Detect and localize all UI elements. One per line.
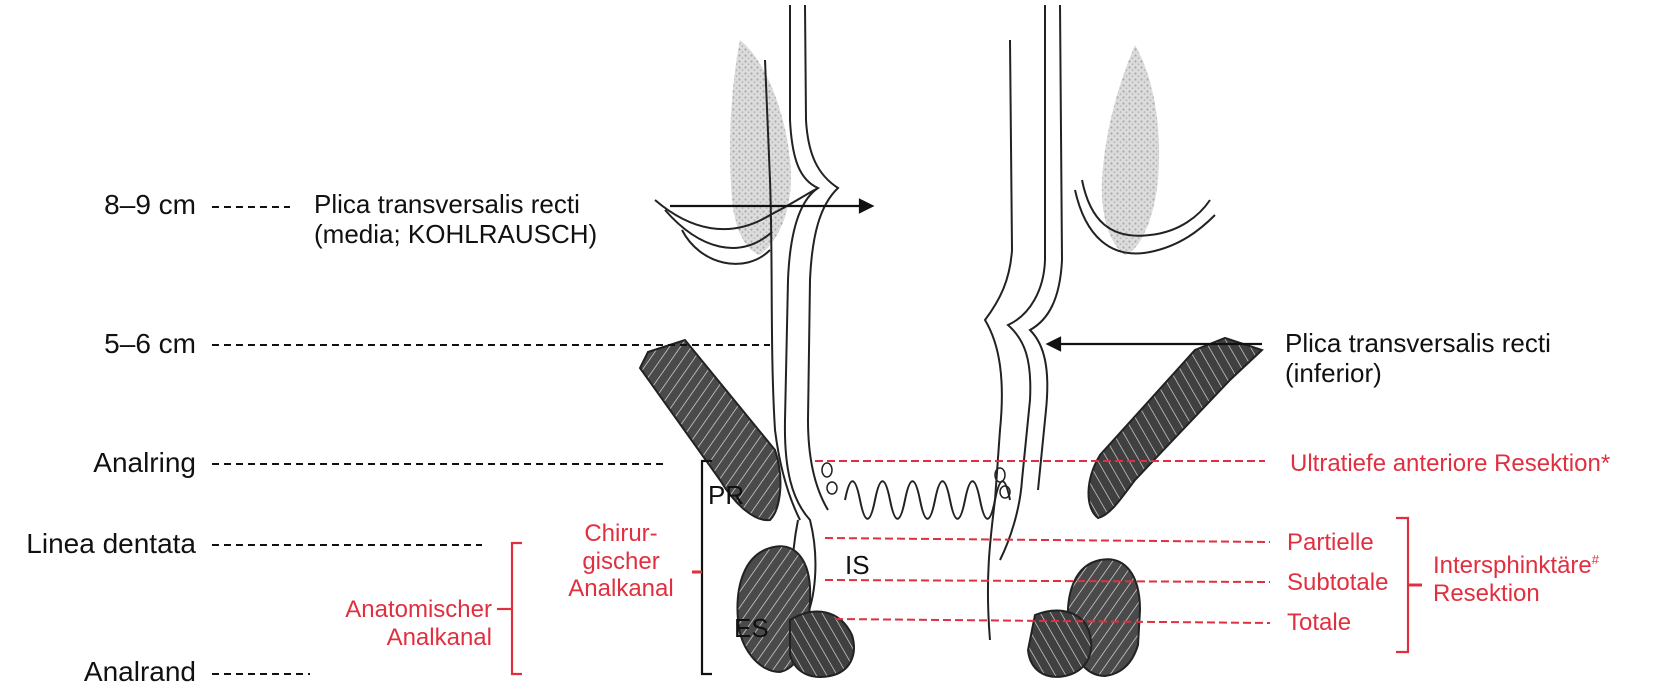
resection-label-subtotal: Subtotale — [1287, 569, 1389, 596]
plica-media-line2: (media; KOHLRAUSCH) — [314, 218, 598, 249]
level-label-analring: Analring — [93, 447, 196, 478]
anatomical-canal-bracket — [510, 541, 522, 676]
intersphincteric-line2: Resektion — [1433, 579, 1540, 607]
level-label-linea-dentata: Linea dentata — [26, 528, 196, 559]
anatomical-canal-line1: Anatomischer — [345, 596, 492, 623]
plica-pointers — [670, 198, 1262, 352]
intersphincteric-word: Intersphinktäre — [1433, 552, 1592, 579]
plica-media-label: Plica transversalis recti (media; KOHLRA… — [314, 189, 598, 250]
level-label-5-6cm: 5–6 cm — [104, 328, 196, 359]
right-external-sphincter-lower — [1026, 609, 1093, 678]
right-puborectalis-muscle — [1087, 336, 1264, 520]
resection-line-subtotal — [824, 579, 1271, 583]
muscle-label-is: IS — [845, 550, 870, 580]
right-perirectal-fat — [1101, 45, 1160, 255]
right-rectal-wall — [983, 4, 1216, 641]
plica-inferior-label: Plica transversalis recti (inferior) — [1285, 328, 1551, 389]
intersphincteric-resection-label: Intersphinktäre# Resektion — [1433, 552, 1599, 607]
resection-lines — [815, 460, 1271, 624]
left-external-sphincter-lower — [789, 610, 855, 678]
resection-label-partial: Partielle — [1287, 529, 1374, 556]
anatomical-canal-line2: Analkanal — [386, 623, 492, 651]
level-label-analrand: Analrand — [83, 656, 196, 687]
resection-line-partial — [824, 537, 1271, 543]
left-puborectalis-muscle — [638, 338, 782, 522]
level-guide-lines — [212, 206, 770, 675]
surgical-canal-line1: Chirur- — [584, 520, 658, 547]
plica-inferior-line2: (inferior) — [1285, 357, 1382, 388]
muscle-label-es: ES — [734, 613, 769, 643]
resection-label-total: Totale — [1287, 609, 1352, 636]
left-perirectal-fat — [730, 40, 791, 255]
surgical-canal-label: Chirur- gischer Analkanal — [556, 520, 686, 603]
crypts-dentate-line — [844, 480, 1011, 520]
surgical-canal-line2: gischer — [582, 547, 660, 575]
surgical-canal-line3: Analkanal — [568, 575, 674, 603]
intersphincteric-line1: Intersphinktäre# — [1433, 552, 1599, 580]
surgical-canal-bracket — [700, 459, 712, 676]
resection-line-total — [834, 618, 1271, 624]
plica-media-line1: Plica transversalis recti — [314, 189, 580, 219]
brackets — [497, 459, 1422, 676]
plica-inferior-line1: Plica transversalis recti — [1285, 328, 1551, 358]
anal-glands — [821, 462, 1011, 499]
level-label-8-9cm: 8–9 cm — [104, 189, 196, 220]
intersphincteric-footnote-mark: # — [1591, 552, 1599, 567]
intersphincteric-bracket — [1396, 516, 1410, 654]
muscle-label-pr: PR — [708, 480, 745, 510]
anatomical-canal-label: Anatomischer Analkanal — [345, 596, 492, 651]
resection-label-ultralow: Ultratiefe anteriore Resektion* — [1290, 450, 1611, 477]
left-rectal-wall — [654, 4, 840, 641]
